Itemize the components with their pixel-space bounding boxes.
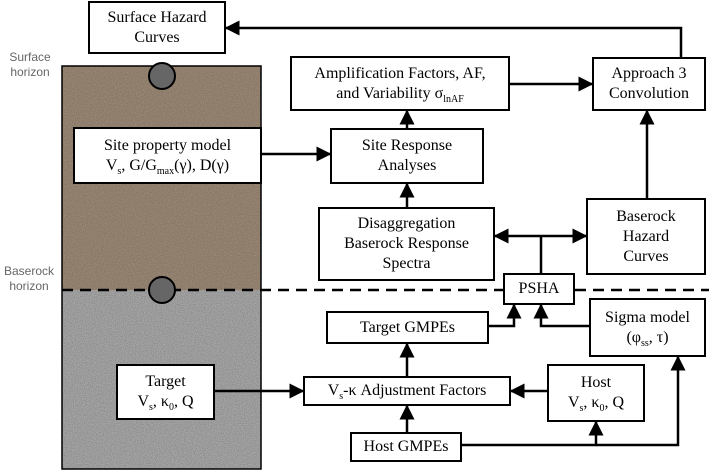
- disaggregation-line1: Disaggregation: [357, 215, 456, 232]
- disaggregation-box: Disaggregation Baserock Response Spectra: [318, 207, 495, 281]
- site-property-vs: V: [105, 156, 118, 174]
- adjustment-label: Vs-κ Adjustment Factors: [327, 381, 487, 403]
- target-gmpes-label: Target GMPEs: [359, 318, 456, 336]
- site-property-gmax-sub: max: [156, 165, 175, 177]
- host-q: , Q: [604, 394, 625, 411]
- host-line1: Host: [580, 374, 612, 391]
- site-response-line1: Site Response: [361, 137, 453, 154]
- surface-horizon-label: Surface horizon: [0, 50, 60, 80]
- amplification-factors-box: Amplification Factors, AF, and Variabili…: [290, 56, 510, 111]
- sigma-model-line2: (φss, τ): [626, 328, 669, 349]
- arrow-sigma-to-psha: [533, 303, 589, 328]
- amplification-line2: and Variability σlnAF: [336, 84, 464, 105]
- baserock-horizon-node: [148, 276, 176, 304]
- target-q: , Q: [173, 393, 194, 410]
- target-box: Target Vs, κ0, Q: [116, 364, 215, 420]
- arrow-hostgmpes-to-host: [462, 420, 604, 447]
- approach3-line1: Approach 3: [611, 65, 687, 82]
- host-vs: V: [567, 394, 580, 411]
- host-gmpes-label: Host GMPEs: [363, 438, 449, 455]
- surface-hazard-curves-box: Surface Hazard Curves: [88, 1, 226, 54]
- sigma-model-box: Sigma model (φss, τ): [589, 298, 706, 357]
- amplification-line2-sub: lnAF: [443, 93, 464, 105]
- sigma-model-line1: Sigma model: [605, 308, 690, 326]
- host-kappa-sub: 0: [599, 403, 605, 415]
- surface-hazard-line2: Curves: [134, 28, 180, 46]
- adjustment-factors-box: Vs-κ Adjustment Factors: [303, 376, 511, 406]
- site-property-model-box: Site property model Vs, G/Gmax(γ), D(γ): [73, 127, 262, 184]
- surface-horizon-label-line1: Surface: [9, 50, 51, 64]
- amplification-line1: Amplification Factors, AF,: [314, 64, 486, 82]
- adjustment-vs-sub: s: [339, 391, 344, 403]
- baserock-horizon-label-line2: horizon: [9, 279, 49, 293]
- site-property-g: , G/G: [121, 156, 157, 174]
- target-line1: Target: [145, 373, 186, 390]
- baserock-hazard-curves-box: Baserock Hazard Curves: [586, 198, 706, 275]
- psha-label: PSHA: [518, 280, 560, 297]
- psha-box: PSHA: [503, 273, 575, 305]
- baserock-horizon-label-line1: Baserock: [3, 264, 55, 278]
- baserock-hazard-line1: Baserock: [616, 207, 676, 225]
- site-property-rest: (γ), D(γ): [174, 156, 230, 174]
- baserock-hazard-line2: Hazard: [622, 227, 670, 245]
- baserock-hazard-line3: Curves: [623, 247, 669, 265]
- target-vs: V: [137, 393, 150, 410]
- site-property-line2: Vs, G/Gmax(γ), D(γ): [105, 156, 230, 177]
- target-kappa: , κ: [152, 393, 169, 410]
- connectors: [215, 20, 686, 447]
- approach3-line2: Convolution: [608, 85, 689, 102]
- baserock-horizon-label: Baserock horizon: [0, 264, 58, 294]
- surface-hazard-line1: Surface Hazard: [107, 8, 207, 26]
- host-line2: Vs, κ0, Q: [567, 393, 625, 415]
- target-vs-sub: s: [149, 402, 153, 414]
- sigma-model-phi-sub: ss: [641, 337, 649, 349]
- amplification-line2-text: and Variability σ: [336, 84, 444, 102]
- arrow-hostgmpes-to-sigma: [596, 355, 686, 447]
- rock-layer: [62, 290, 261, 469]
- approach3-convolution-box: Approach 3 Convolution: [592, 57, 706, 111]
- target-gmpes-box: Target GMPEs: [326, 311, 489, 344]
- arrow-approach3-to-surface-hazard: [224, 20, 683, 57]
- host-gmpes-box: Host GMPEs: [350, 432, 462, 462]
- adjustment-vs: V: [327, 382, 340, 399]
- target-line2: Vs, κ0, Q: [137, 392, 194, 414]
- target-kappa-sub: 0: [168, 402, 174, 414]
- host-vs-sub: s: [579, 403, 584, 415]
- disaggregation-line3: Spectra: [382, 255, 431, 272]
- host-box: Host Vs, κ0, Q: [547, 364, 645, 422]
- site-property-line1: Site property model: [103, 136, 232, 154]
- sigma-model-phi: (φ: [626, 328, 641, 346]
- site-property-vs-sub: s: [117, 165, 122, 177]
- surface-horizon-label-line2: horizon: [10, 65, 50, 79]
- sigma-model-tau: , τ): [648, 328, 669, 346]
- site-response-line2: Analyses: [377, 157, 437, 174]
- adjustment-text: -κ Adjustment Factors: [343, 382, 487, 399]
- surface-horizon-node: [148, 62, 176, 90]
- arrow-targetgmpes-to-psha: [489, 303, 522, 328]
- site-response-analyses-box: Site Response Analyses: [330, 128, 484, 184]
- host-kappa: , κ: [583, 394, 600, 411]
- disaggregation-line2: Baserock Response: [344, 235, 469, 252]
